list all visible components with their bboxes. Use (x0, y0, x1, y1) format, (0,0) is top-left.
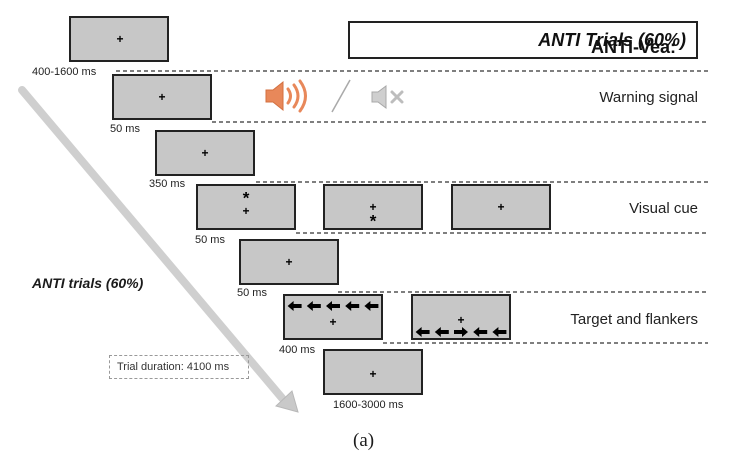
trial-duration-label: Trial duration: 4100 ms (117, 361, 230, 373)
duration-fixation: 400-1600 ms (32, 66, 97, 78)
timeline-arrow (18, 86, 299, 413)
screen-response: + (323, 349, 423, 395)
left-arrow-icon (345, 301, 360, 311)
fixation-cross: + (285, 255, 293, 269)
fixation-cross: + (158, 90, 166, 104)
duration-post-warning: 350 ms (149, 178, 186, 190)
fixation-cross: + (201, 146, 209, 160)
duration-target: 400 ms (279, 344, 316, 356)
screen-cue-none: + (451, 184, 551, 230)
left-arrow-icon (364, 301, 379, 311)
duration-warning: 50 ms (110, 123, 140, 135)
fixation-cross: + (329, 315, 337, 329)
screen-target-congruent: + (283, 294, 383, 340)
fixation-cross: + (242, 204, 250, 218)
phase-label-warning: Warning signal (599, 89, 698, 106)
flanker-row (415, 327, 507, 337)
title-prefix: ANTI-Vea: (590, 37, 676, 57)
left-arrow-icon (415, 327, 430, 337)
left-arrow-icon (492, 327, 507, 337)
screen-target-incongruent: + (411, 294, 511, 340)
slash-divider (331, 79, 351, 113)
cue-asterisk: * (242, 188, 250, 208)
screen-warning: + (112, 74, 212, 120)
fixation-cross: + (497, 200, 505, 214)
left-arrow-icon (287, 301, 302, 311)
fixation-cross: + (369, 200, 377, 214)
screen-post-warning: + (155, 130, 255, 176)
left-arrow-icon (434, 327, 449, 337)
title-emphasis: ANTI Trials (60%) (538, 30, 686, 50)
screen-fixation: + (69, 16, 169, 62)
title-box: ANTI-Vea: ANTI Trials (60%) (348, 21, 698, 59)
figure-caption: (a) (353, 430, 375, 451)
fixation-cross: + (116, 32, 124, 46)
left-arrow-icon (473, 327, 488, 337)
left-arrow-icon (326, 301, 340, 311)
side-label: ANTI trials (60%) (32, 275, 144, 291)
screen-cue-below: + * (323, 184, 423, 230)
screen-cue-above: * + (196, 184, 296, 230)
screen-post-cue: + (239, 239, 339, 285)
title: ANTI-Vea: ANTI Trials (60%) (538, 30, 686, 57)
right-arrow-icon (454, 327, 468, 337)
duration-cue: 50 ms (195, 234, 225, 246)
cue-asterisk: * (369, 211, 377, 231)
phase-separators (116, 70, 708, 344)
fixation-cross: + (369, 367, 377, 381)
trial-duration-box: Trial duration: 4100 ms (109, 355, 249, 379)
speaker-on-icon (265, 79, 307, 113)
fixation-cross: + (457, 313, 465, 327)
left-arrow-icon (306, 301, 321, 311)
duration-post-cue: 50 ms (237, 287, 267, 299)
phase-label-cue: Visual cue (629, 200, 698, 217)
flanker-row (287, 301, 379, 311)
duration-response: 1600-3000 ms (333, 399, 404, 411)
phase-label-target: Target and flankers (570, 311, 698, 328)
speaker-muted-icon (371, 85, 404, 109)
